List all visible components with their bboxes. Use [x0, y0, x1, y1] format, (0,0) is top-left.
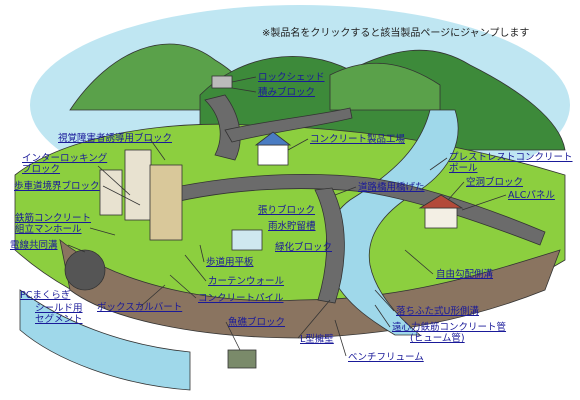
leader-hollow-block [447, 181, 465, 201]
link-utility-duct[interactable]: 電線共同溝 [10, 240, 58, 251]
link-shield-segment-2[interactable]: セグメント [35, 314, 83, 325]
leader-factory [287, 138, 309, 151]
link-prestressed-pole-2[interactable]: ポール [449, 163, 478, 174]
link-shield-segment-1[interactable]: シールド用 [35, 303, 83, 314]
road-bridge [314, 187, 345, 304]
shield-tunnel [64, 249, 106, 291]
link-sidewalk-slab[interactable]: 歩道用平板 [206, 257, 254, 268]
link-tactile-block[interactable]: 視覚障害者誘導用ブロック [58, 133, 173, 144]
link-hollow-block[interactable]: 空洞ブロック [466, 177, 524, 188]
leader-tactile-block [149, 138, 166, 161]
factory-roof [254, 131, 292, 146]
leader-concrete-pile [169, 274, 197, 299]
leader-fish-block [225, 321, 241, 351]
leader-rc-manhole [89, 227, 116, 236]
mountain-right [329, 62, 441, 111]
leader-prestressed-pole [429, 157, 448, 171]
link-free-gutter[interactable]: 自由勾配側溝 [436, 269, 494, 280]
leader-stacked-block [231, 87, 257, 93]
building-small [99, 169, 123, 216]
house-right-roof [418, 194, 464, 209]
leader-bench-flume [334, 319, 347, 357]
leader-rock-shed [231, 76, 257, 83]
road-tunnel [224, 107, 353, 143]
leader-sidewalk-slab [199, 244, 205, 263]
earth-layer [59, 239, 561, 339]
link-interlocking-2[interactable]: ブロック [22, 164, 61, 175]
building-tall-left [124, 149, 152, 221]
link-factory[interactable]: コンクリート製品工場 [310, 134, 406, 145]
link-green-block[interactable]: 緑化ブロック [275, 242, 333, 253]
link-drop-block[interactable]: 張りブロック [258, 205, 316, 216]
link-prestressed-pole-1[interactable]: プレストレストコンクリート [449, 152, 573, 163]
link-alc-panel[interactable]: ALCパネル [508, 190, 555, 201]
link-fish-block[interactable]: 魚礁ブロック [228, 317, 286, 328]
link-rc-manhole-2[interactable]: 組立マンホール [15, 224, 82, 235]
rainwater-tank-shape [231, 229, 263, 251]
leader-l-wall [297, 299, 331, 339]
link-curtain-wall[interactable]: カーテンウォール [208, 276, 285, 287]
link-lid-u-gutter[interactable]: 落ちふた式U形側溝 [396, 306, 479, 317]
leader-curtain-wall [184, 254, 207, 282]
link-stacked-block[interactable]: 積みブロック [258, 87, 316, 98]
link-centrifugal-pipe-1[interactable]: 遠心力鉄筋コンクリート管 [392, 322, 507, 333]
link-l-wall[interactable]: L型擁壁 [300, 334, 334, 345]
leader-curb-block [102, 185, 141, 206]
link-rock-shed[interactable]: ロックシェッド [258, 72, 325, 83]
leader-box-culvert [139, 284, 166, 308]
link-box-culvert[interactable]: ボックスカルバート [97, 302, 183, 313]
leader-utility-duct [67, 244, 86, 253]
link-curb-block[interactable]: 歩車道境界ブロック [14, 181, 100, 192]
building-tall-main [149, 164, 183, 241]
link-centrifugal-pipe-2[interactable]: (ヒューム管) [410, 333, 465, 344]
link-rc-manhole-1[interactable]: 鉄筋コンクリート [15, 213, 92, 224]
road-mountain [204, 94, 241, 161]
sea [19, 289, 191, 391]
leader-lid-u-gutter [374, 289, 395, 312]
notice-text: ※製品名をクリックすると該当製品ページにジャンプします [262, 28, 530, 39]
link-interlocking-1[interactable]: インターロッキング [22, 153, 108, 164]
link-bench-flume[interactable]: ベンチフリューム [348, 352, 424, 363]
leader-centrifugal-pipe [374, 304, 391, 328]
fish-block-shape [227, 349, 257, 369]
link-bridge-girder[interactable]: 道路橋用橋げた [358, 182, 425, 193]
link-rainwater-tank[interactable]: 雨水貯留槽 [268, 221, 316, 232]
leader-alc-panel [461, 194, 507, 211]
leader-bridge-girder [334, 186, 357, 196]
link-concrete-pile[interactable]: コンクリートパイル [198, 293, 284, 304]
link-pc-culvert[interactable]: PCまくらぎ [20, 290, 71, 301]
leader-interlocking [97, 165, 131, 196]
leader-free-gutter [404, 249, 434, 275]
